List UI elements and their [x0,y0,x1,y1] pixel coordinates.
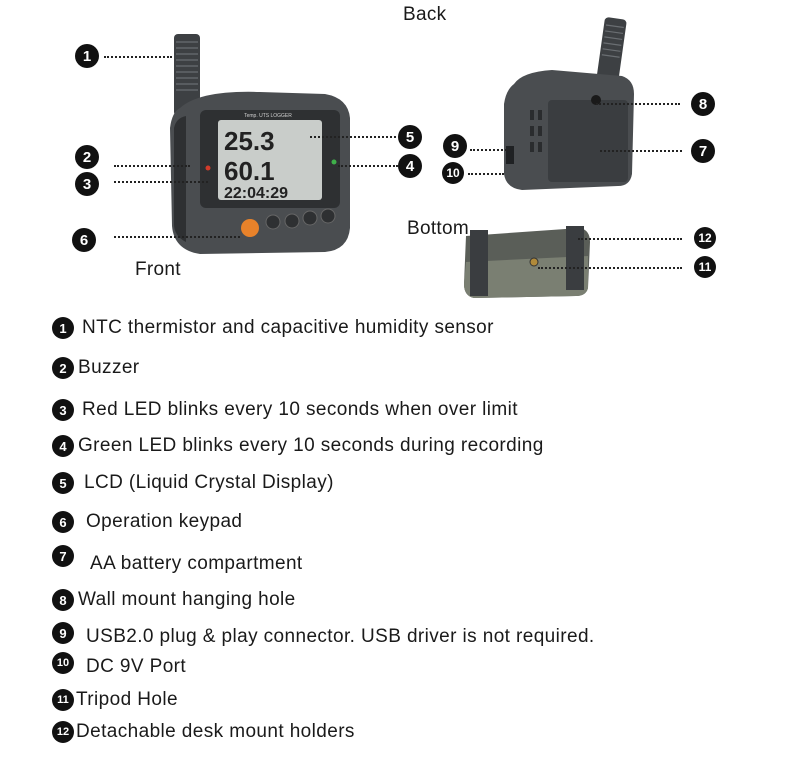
legend-text: Red LED blinks every 10 seconds when ove… [82,399,518,420]
leader-line-2 [114,165,190,167]
callout-badge-12: 12 [694,227,716,249]
callout-badge-8: 8 [691,92,715,116]
legend-item-6: 6 Operation keypad [52,511,242,533]
legend-text: Detachable desk mount holders [76,721,355,742]
legend-number: 7 [52,545,74,567]
back-view-label: Back [403,4,447,25]
keypad-key-orange [241,219,259,237]
keypad-key [265,214,281,230]
humidity-sensor-probe [174,34,200,116]
legend-text: Wall mount hanging hole [78,589,296,610]
bottom-view-label: Bottom [407,218,469,239]
device-brand-text: Temp. UTS LOGGER [244,113,292,119]
front-view-label: Front [135,259,181,280]
legend-number: 12 [52,721,74,743]
legend-number: 4 [52,435,74,457]
callout-badge-4: 4 [398,154,422,178]
callout-badge-5: 5 [398,125,422,149]
legend-item-5: 5 LCD (Liquid Crystal Display) [52,472,334,494]
callout-badge-2: 2 [75,145,99,169]
keypad-key [302,210,318,226]
legend-item-11: 11 Tripod Hole [52,689,178,711]
wall-mount-hole [591,95,601,105]
battery-compartment [548,100,628,182]
back-device-illustration [504,17,634,190]
callout-badge-7: 7 [691,139,715,163]
front-device-illustration: Temp. UTS LOGGER 25.3 60.1 22:04:29 [170,34,350,254]
legend-item-12: 12 Detachable desk mount holders [52,721,355,743]
legend-text: NTC thermistor and capacitive humidity s… [82,317,494,338]
legend-number: 11 [52,689,74,711]
callout-badge-1: 1 [75,44,99,68]
operation-keypad [241,208,336,237]
bottom-device-illustration [464,226,590,298]
leader-line-5 [310,136,396,138]
legend-text: LCD (Liquid Crystal Display) [84,472,334,493]
leader-line-9 [470,149,510,151]
keypad-key [284,213,300,229]
legend-text: DC 9V Port [86,656,187,677]
keypad-key [320,208,336,224]
tripod-hole [529,257,539,267]
legend-number: 9 [52,622,74,644]
legend-item-3: 3 Red LED blinks every 10 seconds when o… [52,399,518,421]
legend-number: 3 [52,399,74,421]
lcd-temperature-readout: 25.3 [224,126,275,156]
legend-text: Buzzer [78,357,140,378]
desk-mount-holder-left [470,230,488,296]
callout-badge-6: 6 [72,228,96,252]
green-led [331,159,337,165]
legend-number: 2 [52,357,74,379]
legend-text: USB2.0 plug & play connector. USB driver… [86,626,595,647]
legend-item-4: 4 Green LED blinks every 10 seconds duri… [52,435,544,457]
lcd-time-readout: 22:04:29 [224,185,288,202]
callout-badge-11: 11 [694,256,716,278]
legend-text: Operation keypad [86,511,243,532]
legend-number: 1 [52,317,74,339]
legend-text: AA battery compartment [90,553,303,574]
usb-connector [506,146,514,164]
callout-badge-3: 3 [75,172,99,196]
leader-line-7 [600,150,682,152]
legend-text: Tripod Hole [76,689,178,710]
leader-line-4 [338,165,398,167]
leader-line-10 [468,173,504,175]
legend-text: Green LED blinks every 10 seconds during… [78,435,544,456]
lcd-screen [218,120,322,200]
leader-line-3 [114,181,208,183]
legend-number: 10 [52,652,74,674]
callout-badge-9: 9 [443,134,467,158]
legend-number: 8 [52,589,74,611]
legend-item-8: 8 Wall mount hanging hole [52,589,296,611]
desk-mount-holder-right [566,226,584,290]
back-sensor-probe [595,17,627,93]
legend-item-7: 7 AA battery compartment [52,545,303,575]
legend-item-2: 2 Buzzer [52,357,140,379]
legend-item-1: 1 NTC thermistor and capacitive humidity… [52,317,494,339]
legend-item-10: 10 DC 9V Port [52,652,186,678]
leader-line-6 [114,236,240,238]
legend-number: 6 [52,511,74,533]
leader-line-1 [104,56,172,58]
callout-badge-10: 10 [442,162,464,184]
legend-item-9: 9 USB2.0 plug & play connector. USB driv… [52,622,595,648]
leader-line-11 [538,267,682,269]
leader-line-8 [596,103,680,105]
lcd-humidity-readout: 60.1 [224,156,275,186]
legend-number: 5 [52,472,74,494]
leader-line-12 [578,238,682,240]
red-led [205,165,211,171]
